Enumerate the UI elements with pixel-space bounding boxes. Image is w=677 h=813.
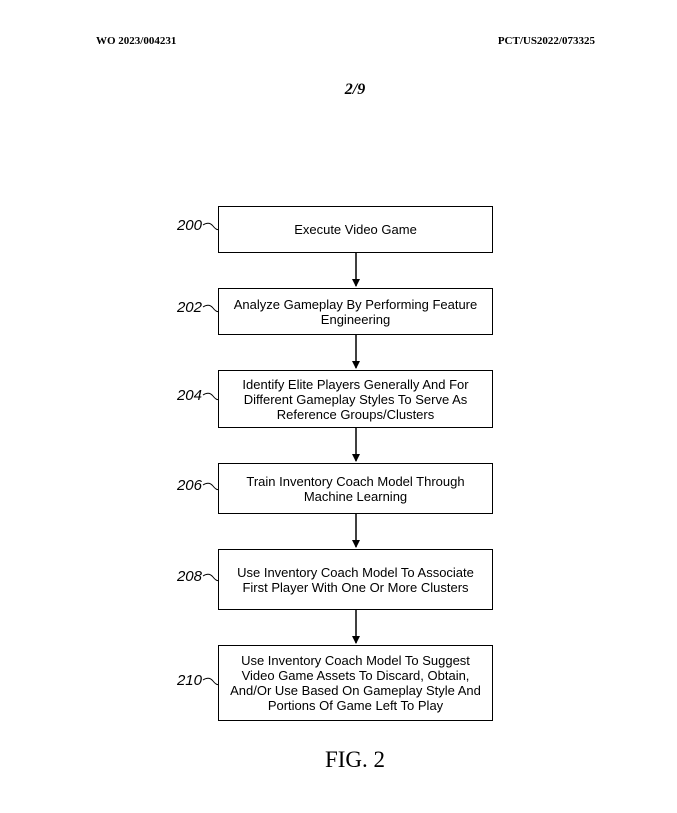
leader-210 <box>202 677 220 686</box>
application-number: PCT/US2022/073325 <box>497 35 595 47</box>
step-box-identify-elite-players: Identify Elite Players Generally And For… <box>218 370 493 428</box>
step-text: Train Inventory Coach Model Through Mach… <box>246 473 465 504</box>
step-box-analyze-gameplay: Analyze Gameplay By Performing Feature E… <box>218 288 493 335</box>
leader-204 <box>202 392 220 401</box>
leader-200 <box>202 222 220 231</box>
leader-202 <box>202 304 220 313</box>
step-text: Identify Elite Players Generally And For… <box>242 376 469 422</box>
step-text: Use Inventory Coach Model To Associate F… <box>237 564 474 595</box>
step-text: Execute Video Game <box>294 222 417 237</box>
step-ref-200: 200 <box>176 217 202 234</box>
step-ref-210: 210 <box>176 672 202 689</box>
step-ref-202: 202 <box>176 299 202 316</box>
step-text: Use Inventory Coach Model To Suggest Vid… <box>230 653 481 713</box>
step-box-associate-player: Use Inventory Coach Model To Associate F… <box>218 549 493 610</box>
step-ref-206: 206 <box>176 477 202 494</box>
step-box-execute-video-game: Execute Video Game <box>218 206 493 253</box>
step-text: Analyze Gameplay By Performing Feature E… <box>233 296 478 327</box>
step-box-train-model: Train Inventory Coach Model Through Mach… <box>218 463 493 514</box>
leader-206 <box>202 482 220 491</box>
figure-label: FIG. 2 <box>324 747 386 772</box>
step-ref-208: 208 <box>176 568 202 585</box>
publication-number: WO 2023/004231 <box>96 35 177 47</box>
sheet-number: 2/9 <box>344 81 366 98</box>
step-box-suggest-assets: Use Inventory Coach Model To Suggest Vid… <box>218 645 493 721</box>
step-ref-204: 204 <box>176 387 202 404</box>
leader-208 <box>202 573 220 582</box>
